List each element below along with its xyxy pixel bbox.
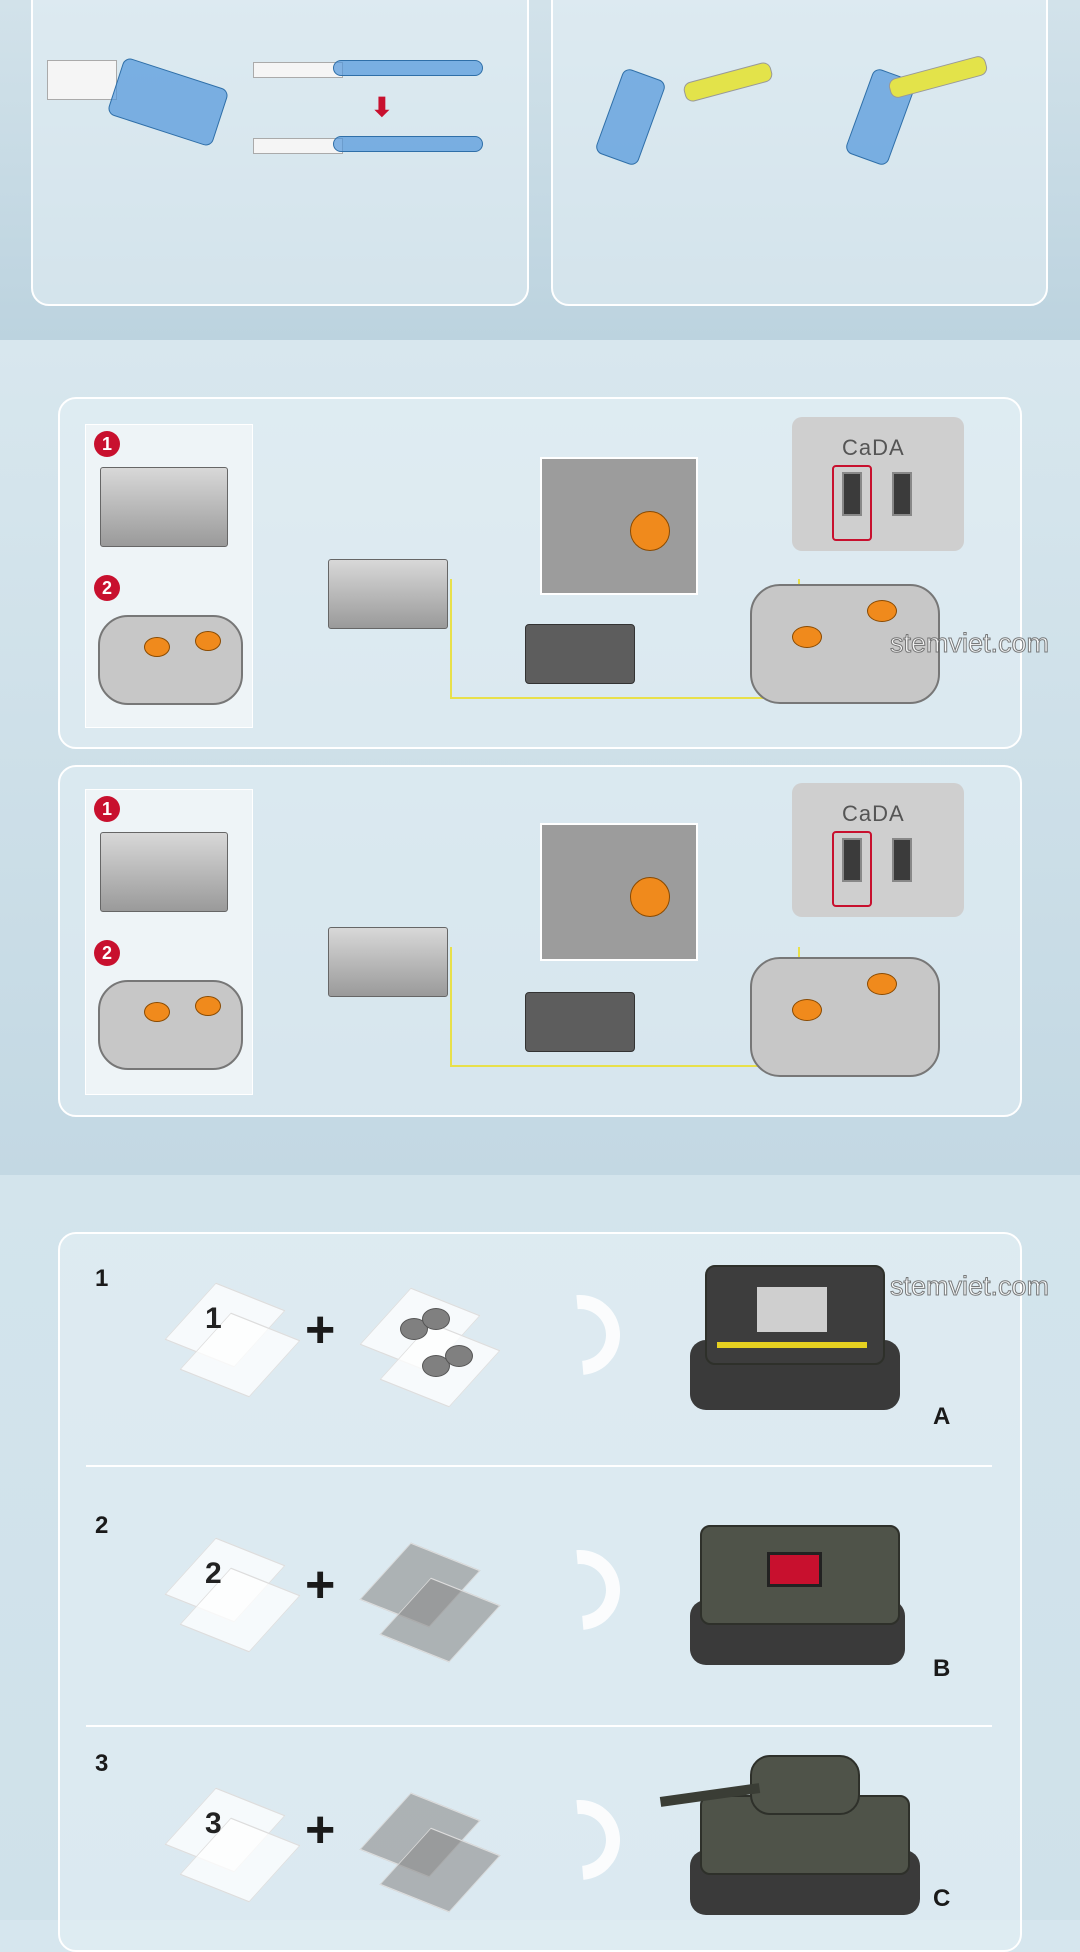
tank-chassis	[705, 1265, 885, 1365]
step-badge: 2	[94, 940, 120, 966]
remote-control	[750, 957, 940, 1077]
instruction-panel-forward: 1 2 CaDA	[58, 397, 1022, 749]
wire-connection	[450, 579, 800, 699]
stage-label: B	[933, 1655, 951, 1682]
bag-number: 2	[205, 1557, 222, 1590]
battery-box	[100, 832, 228, 912]
remote-control	[750, 584, 940, 704]
step-number: 3	[95, 1750, 109, 1777]
motor-zoom-view	[540, 457, 698, 595]
motor	[525, 992, 635, 1052]
cada-logo: CaDA	[842, 801, 905, 826]
controller-switch-view: CaDA	[792, 417, 964, 551]
plus-sign: +	[305, 1556, 336, 1614]
white-plate	[253, 62, 343, 78]
yellow-beam	[887, 54, 989, 100]
bag-number: 1	[205, 1302, 222, 1335]
tank-hull	[700, 1525, 900, 1625]
stage-label: A	[933, 1403, 951, 1430]
blue-fin-part	[333, 60, 483, 76]
blue-fin-part	[333, 136, 483, 152]
white-plate	[47, 60, 117, 100]
wire-connection	[450, 947, 800, 1067]
steps-inset: 1 2	[85, 424, 253, 728]
battery-box	[328, 559, 448, 629]
panel-attach-beam	[551, 0, 1048, 306]
divider	[86, 1725, 992, 1727]
divider	[86, 1465, 992, 1467]
remote-control	[98, 615, 243, 705]
battery-box	[328, 927, 448, 997]
motor-zoom-view	[540, 823, 698, 961]
steps-inset: 1 2	[85, 789, 253, 1095]
battery-box	[100, 467, 228, 547]
step-badge: 2	[94, 575, 120, 601]
controller-switch-view: CaDA	[792, 783, 964, 917]
remote-control	[98, 980, 243, 1070]
highlight-frame	[832, 465, 872, 541]
bag-number: 3	[205, 1807, 222, 1840]
right-switch[interactable]	[892, 838, 912, 882]
plus-sign: +	[305, 1801, 336, 1859]
down-arrow-icon: ⬇	[371, 92, 393, 122]
highlight-frame	[832, 831, 872, 907]
watermark: stemviet.com	[889, 628, 1050, 659]
white-plate	[253, 138, 343, 154]
step-badge: 1	[94, 796, 120, 822]
right-switch[interactable]	[892, 472, 912, 516]
left-switch-down[interactable]	[842, 838, 862, 882]
step-badge: 1	[94, 431, 120, 457]
rotate-ccw-icon	[630, 877, 670, 917]
cada-logo: CaDA	[842, 435, 905, 460]
step-number: 1	[95, 1265, 109, 1292]
watermark: stemviet.com	[889, 1271, 1050, 1302]
tank-turret	[750, 1755, 860, 1815]
instruction-panel-reverse: 1 2 CaDA	[58, 765, 1022, 1117]
blue-fin-part	[593, 67, 668, 167]
stage-label: C	[933, 1885, 951, 1912]
panel-attach-fin: ⬇	[31, 0, 529, 306]
left-switch-up[interactable]	[842, 472, 862, 516]
plus-sign: +	[305, 1301, 336, 1359]
motor	[525, 624, 635, 684]
yellow-beam	[681, 60, 775, 104]
blue-fin-part	[106, 56, 230, 148]
step-number: 2	[95, 1512, 109, 1539]
rotate-cw-icon	[630, 511, 670, 551]
